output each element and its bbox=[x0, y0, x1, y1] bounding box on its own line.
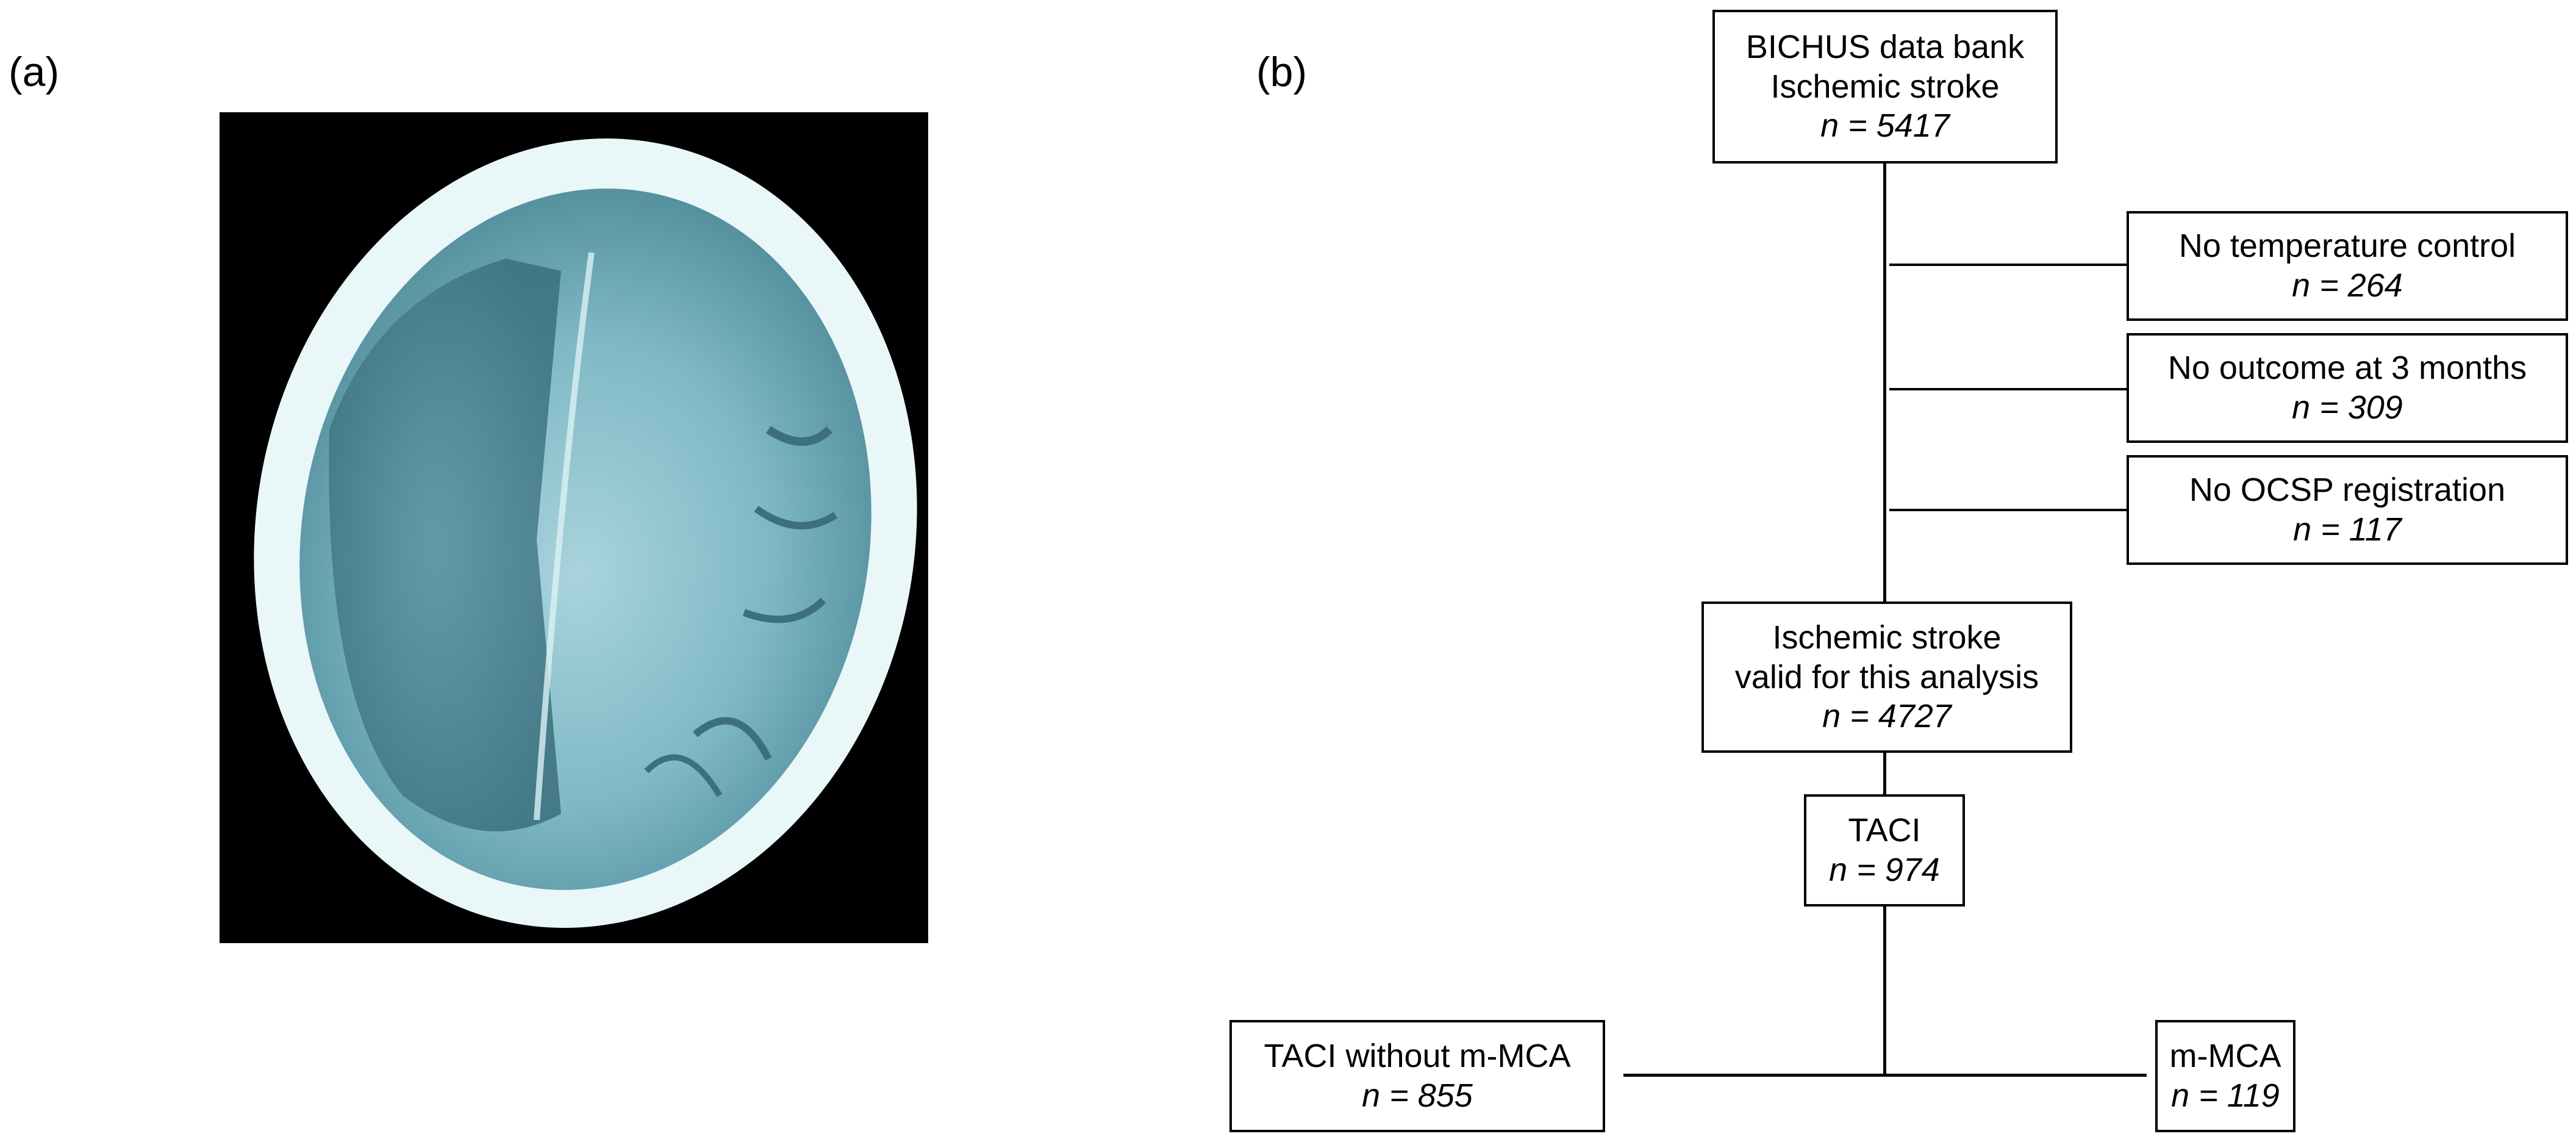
panel-label-b: (b) bbox=[1256, 49, 1308, 95]
exclusion-label-3: No OCSP registration bbox=[2189, 472, 2506, 509]
panel-label-a: (a) bbox=[9, 49, 60, 95]
exclusion-n-2: n = 309 bbox=[2292, 389, 2403, 426]
branch-line-2 bbox=[1889, 388, 2128, 390]
exclusion-box-3: No OCSP registration n = 117 bbox=[2127, 455, 2568, 565]
outcome-box-1: TACI without m-MCA n = 855 bbox=[1229, 1020, 1605, 1132]
outcome-label-2: m-MCA bbox=[2169, 1038, 2281, 1075]
exclusion-label-2: No outcome at 3 months bbox=[2167, 350, 2527, 387]
exclusion-n-3: n = 117 bbox=[2293, 511, 2402, 548]
source-box: BICHUS data bank Ischemic stroke n = 541… bbox=[1712, 10, 2058, 163]
taci-label: TACI bbox=[1848, 812, 1921, 849]
valid-n: n = 4727 bbox=[1822, 698, 1952, 735]
taci-box: TACI n = 974 bbox=[1804, 794, 1965, 907]
trunk-line-1 bbox=[1883, 162, 1886, 605]
valid-line1: Ischemic stroke bbox=[1772, 619, 2002, 656]
outcome-label-1: TACI without m-MCA bbox=[1264, 1038, 1571, 1075]
outcome-n-1: n = 855 bbox=[1362, 1077, 1473, 1114]
outcome-n-2: n = 119 bbox=[2171, 1077, 2280, 1114]
exclusion-box-1: No temperature control n = 264 bbox=[2127, 211, 2568, 321]
source-line2: Ischemic stroke bbox=[1770, 68, 2000, 105]
valid-box: Ischemic stroke valid for this analysis … bbox=[1701, 602, 2072, 753]
trunk-line-3 bbox=[1883, 905, 1886, 1075]
taci-n: n = 974 bbox=[1829, 852, 1940, 888]
valid-line2: valid for this analysis bbox=[1734, 658, 2039, 695]
exclusion-n-1: n = 264 bbox=[2292, 267, 2403, 304]
outcome-box-2: m-MCA n = 119 bbox=[2155, 1020, 2295, 1132]
source-line1: BICHUS data bank bbox=[1745, 28, 2025, 65]
exclusion-label-1: No temperature control bbox=[2178, 228, 2516, 265]
ct-brain-scan-image bbox=[220, 112, 928, 943]
trunk-line-2 bbox=[1883, 750, 1886, 797]
branch-line-3 bbox=[1889, 509, 2128, 511]
exclusion-box-2: No outcome at 3 months n = 309 bbox=[2127, 333, 2568, 443]
branch-line-1 bbox=[1889, 264, 2128, 266]
source-n: n = 5417 bbox=[1820, 107, 1950, 145]
split-line bbox=[1623, 1074, 2147, 1077]
